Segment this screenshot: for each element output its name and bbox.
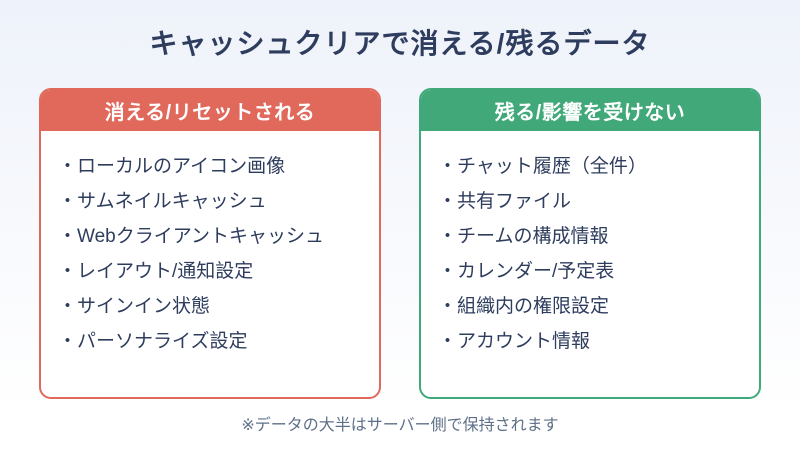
bullet-glyph: ・ [58,226,78,247]
bullet-glyph: ・ [58,331,78,352]
list-item: ・ローカルのアイコン画像 [58,157,367,176]
panel-kept-list: ・チャット履歴（全件） ・共有ファイル ・チームの構成情報 ・カレンダー/予定表… [421,131,759,351]
list-item: ・レイアウト/通知設定 [58,262,367,281]
list-item-label: サムネイルキャッシュ [77,191,267,212]
list-item-label: レイアウト/通知設定 [77,261,254,282]
list-item-label: アカウント情報 [457,331,591,352]
panel-cleared-list: ・ローカルのアイコン画像 ・サムネイルキャッシュ ・Webクライアントキャッシュ… [41,131,379,351]
panel-kept-data: 残る/影響を受けない ・チャット履歴（全件） ・共有ファイル ・チームの構成情報… [419,88,761,399]
list-item: ・パーソナライズ設定 [58,332,367,351]
list-item-label: カレンダー/予定表 [457,261,615,282]
bullet-glyph: ・ [58,296,78,317]
list-item: ・組織内の権限設定 [438,297,747,316]
footer-note: ※データの大半はサーバー側で保持されます [241,417,559,434]
list-item-label: ローカルのアイコン画像 [77,156,286,177]
panel-cleared-header: 消える/リセットされる [41,90,379,131]
list-item: ・アカウント情報 [438,332,747,351]
bullet-glyph: ・ [438,331,458,352]
list-item-label: 共有ファイル [457,191,572,212]
panel-kept-header: 残る/影響を受けない [421,90,759,131]
bullet-glyph: ・ [58,261,78,282]
list-item: ・共有ファイル [438,192,747,211]
list-item: ・サインイン状態 [58,297,367,316]
list-item-label: サインイン状態 [77,296,211,317]
list-item: ・カレンダー/予定表 [438,262,747,281]
list-item-label: パーソナライズ設定 [77,331,248,352]
list-item: ・チームの構成情報 [438,227,747,246]
page-title: キャッシュクリアで消える/残るデータ [149,28,651,59]
bullet-glyph: ・ [438,261,458,282]
list-item-label: チームの構成情報 [457,226,609,247]
bullet-glyph: ・ [58,191,78,212]
panel-cleared-data: 消える/リセットされる ・ローカルのアイコン画像 ・サムネイルキャッシュ ・We… [39,88,381,399]
list-item-label: 組織内の権限設定 [457,296,610,317]
comparison-panels: 消える/リセットされる ・ローカルのアイコン画像 ・サムネイルキャッシュ ・We… [0,88,800,399]
bullet-glyph: ・ [58,156,78,177]
bullet-glyph: ・ [438,226,458,247]
bullet-glyph: ・ [438,191,458,212]
list-item-label: Webクライアントキャッシュ [77,226,324,247]
list-item: ・Webクライアントキャッシュ [58,227,367,246]
list-item: ・サムネイルキャッシュ [58,192,367,211]
bullet-glyph: ・ [438,156,458,177]
list-item-label: チャット履歴（全件） [457,156,647,177]
bullet-glyph: ・ [438,296,458,317]
list-item: ・チャット履歴（全件） [438,157,747,176]
